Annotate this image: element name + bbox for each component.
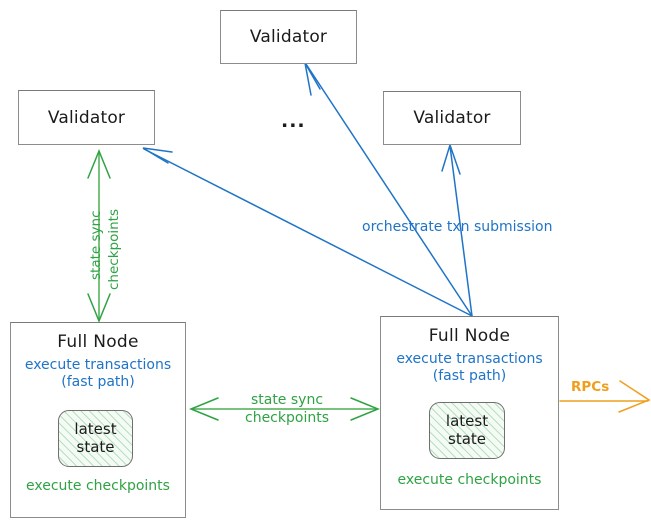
- validator-label: Validator: [413, 108, 491, 128]
- fullnode-box-right[interactable]: Full Node execute transactions (fast pat…: [380, 316, 559, 510]
- fullnode-green-text: execute checkpoints: [26, 478, 170, 494]
- latest-state-line1: latest: [74, 419, 117, 438]
- state-sync-vertical-label-line1: state sync: [88, 210, 104, 281]
- fullnode-title: Full Node: [428, 326, 511, 346]
- orchestrate-txn-submission-label: orchestrate txn submission: [362, 219, 553, 235]
- fullnode-title: Full Node: [57, 332, 139, 352]
- fullnode-blue-text: execute transactions (fast path): [396, 351, 543, 385]
- fullnode-box-left[interactable]: Full Node execute transactions (fast pat…: [10, 322, 186, 518]
- state-sync-horizontal-line1: state sync: [250, 392, 324, 408]
- validator-label: Validator: [47, 107, 126, 128]
- latest-state-box[interactable]: latest state: [58, 410, 133, 467]
- ellipsis-more-validators: ...: [281, 110, 306, 132]
- validator-box-left[interactable]: Validator: [18, 90, 155, 145]
- state-sync-vertical-label-line2: checkpoints: [106, 209, 122, 290]
- latest-state-line1: latest: [445, 411, 489, 430]
- edge-txn-submission-to-right-validator: [441, 142, 473, 317]
- edge-txn-submission-to-left-validator: [142, 147, 473, 317]
- validator-box-right[interactable]: Validator: [383, 91, 521, 145]
- latest-state-box[interactable]: latest state: [429, 402, 505, 459]
- edge-state-sync-horizontal: [189, 397, 380, 421]
- rpcs-label: RPCs: [571, 379, 610, 395]
- edge-rpcs: [559, 380, 651, 413]
- validator-label: Validator: [249, 27, 328, 47]
- validator-box-top[interactable]: Validator: [220, 10, 357, 64]
- state-sync-horizontal-line2: checkpoints: [245, 409, 329, 426]
- latest-state-line2: state: [76, 437, 115, 456]
- fullnode-blue-text: execute transactions (fast path): [24, 357, 172, 391]
- fullnode-green-text: execute checkpoints: [397, 472, 542, 488]
- edge-state-sync-vertical: [87, 149, 111, 323]
- latest-state-line2: state: [448, 429, 486, 448]
